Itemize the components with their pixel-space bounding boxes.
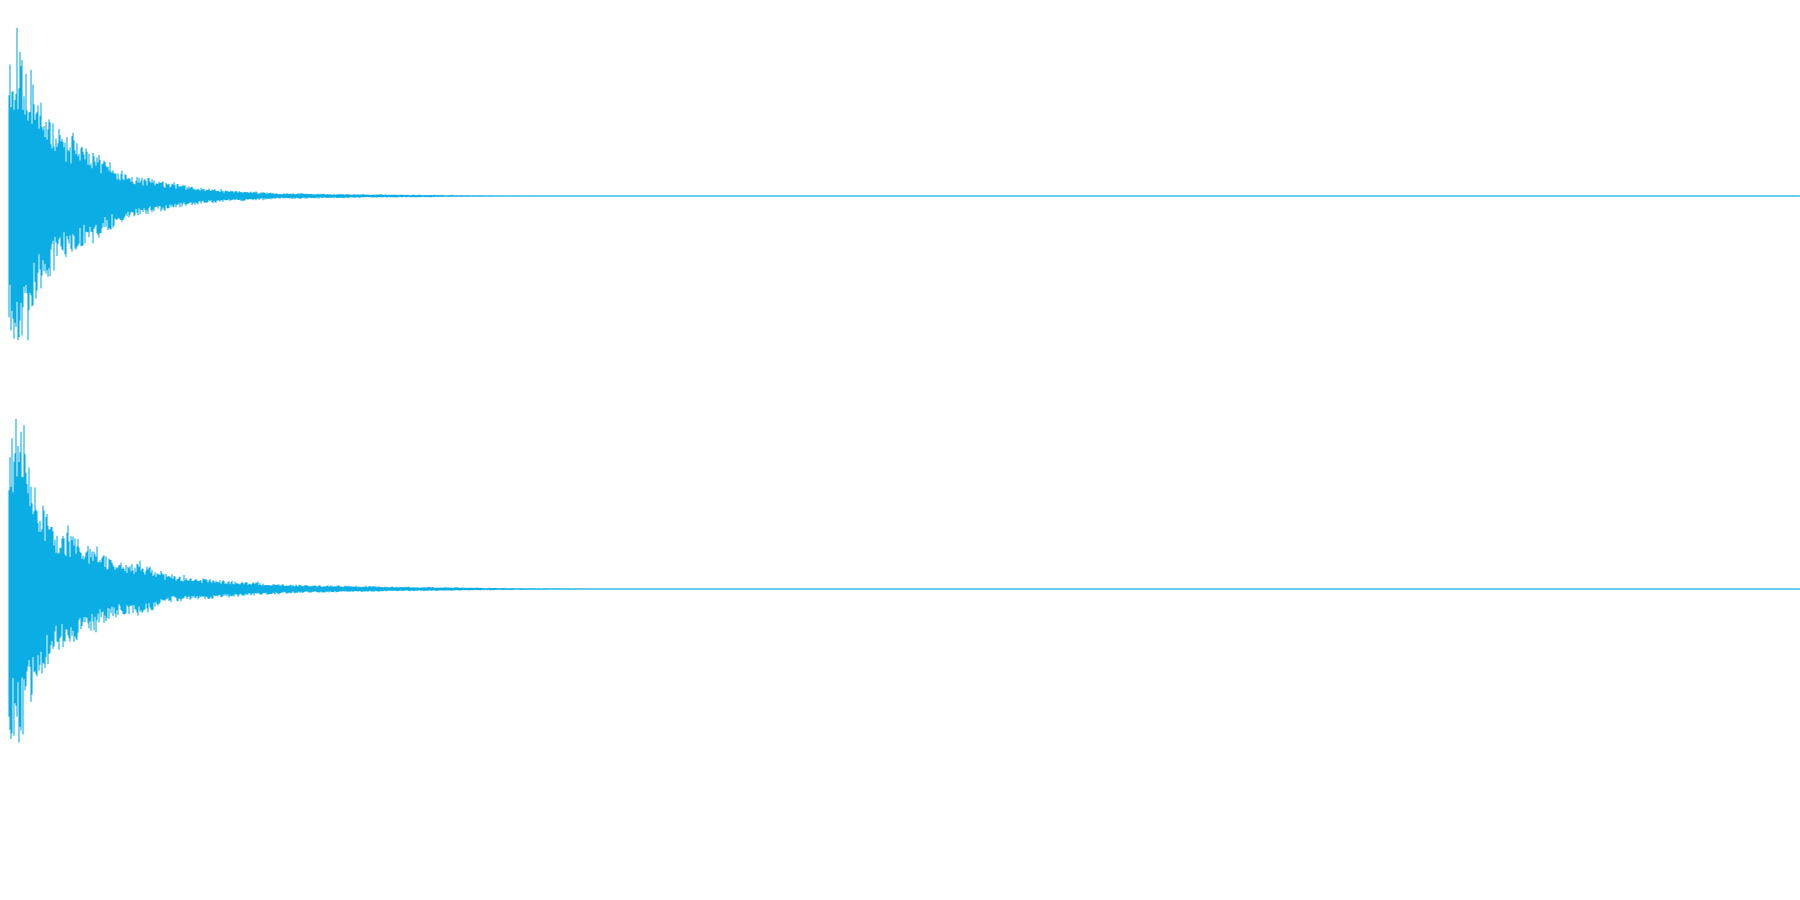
- channel-1-waveform: [8, 27, 1800, 341]
- channel-2-waveform: [8, 419, 1800, 743]
